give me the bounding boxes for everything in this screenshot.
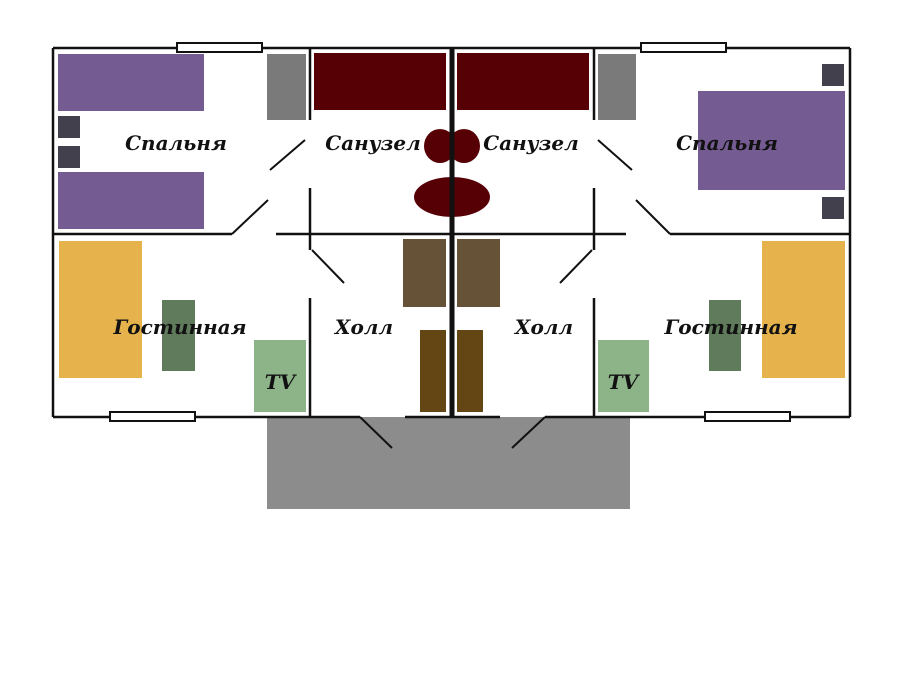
label-hall-left: Холл xyxy=(333,315,393,339)
window-top-left xyxy=(176,42,263,53)
wardrobe-right xyxy=(598,54,636,120)
bed-left-top xyxy=(58,54,204,111)
door-living-bed-left xyxy=(231,199,269,235)
window-bottom-left xyxy=(109,411,196,422)
nightstand-right-2 xyxy=(822,197,844,219)
hall-cabinet-right xyxy=(457,239,500,307)
hall-panel-right xyxy=(457,330,483,412)
door-bedroom-left xyxy=(269,139,306,171)
coffee-table-right xyxy=(709,300,741,371)
nightstand-right-1 xyxy=(822,64,844,86)
label-tv-right: TV xyxy=(608,370,641,394)
bathtub-left xyxy=(314,53,446,110)
hall-panel-left xyxy=(420,330,446,412)
porch xyxy=(267,417,630,509)
door-hall-left xyxy=(311,249,345,284)
label-living-left: Гостинная xyxy=(112,315,246,339)
tv-stand-right xyxy=(598,340,649,412)
hall-cabinet-left xyxy=(403,239,446,307)
label-tv-left: TV xyxy=(265,370,298,394)
bed-left-bottom xyxy=(58,172,204,229)
label-bathroom-left: Санузел xyxy=(325,131,421,155)
door-entry-right xyxy=(511,416,546,449)
sofa-right xyxy=(762,241,845,378)
nightstand-left-2 xyxy=(58,146,80,168)
bed-right xyxy=(698,91,845,190)
label-bedroom-left: Спальня xyxy=(125,131,227,155)
nightstand-left-1 xyxy=(58,116,80,138)
sink-right xyxy=(448,129,480,163)
label-bedroom-right: Спальня xyxy=(676,131,778,155)
label-bathroom-right: Санузел xyxy=(483,131,579,155)
door-bedroom-right xyxy=(597,139,633,171)
label-hall-right: Холл xyxy=(513,315,573,339)
window-bottom-right xyxy=(704,411,791,422)
label-living-right: Гостинная xyxy=(663,315,797,339)
coffee-table-left xyxy=(162,300,195,371)
bathtub-right xyxy=(457,53,589,110)
door-living-bed-right xyxy=(635,199,671,235)
window-top-right xyxy=(640,42,727,53)
door-hall-right xyxy=(559,249,593,284)
sofa-left xyxy=(59,241,142,378)
wardrobe-left xyxy=(267,54,306,120)
sink-left xyxy=(424,129,456,163)
tv-stand-left xyxy=(254,340,306,412)
door-entry-left xyxy=(359,416,393,449)
